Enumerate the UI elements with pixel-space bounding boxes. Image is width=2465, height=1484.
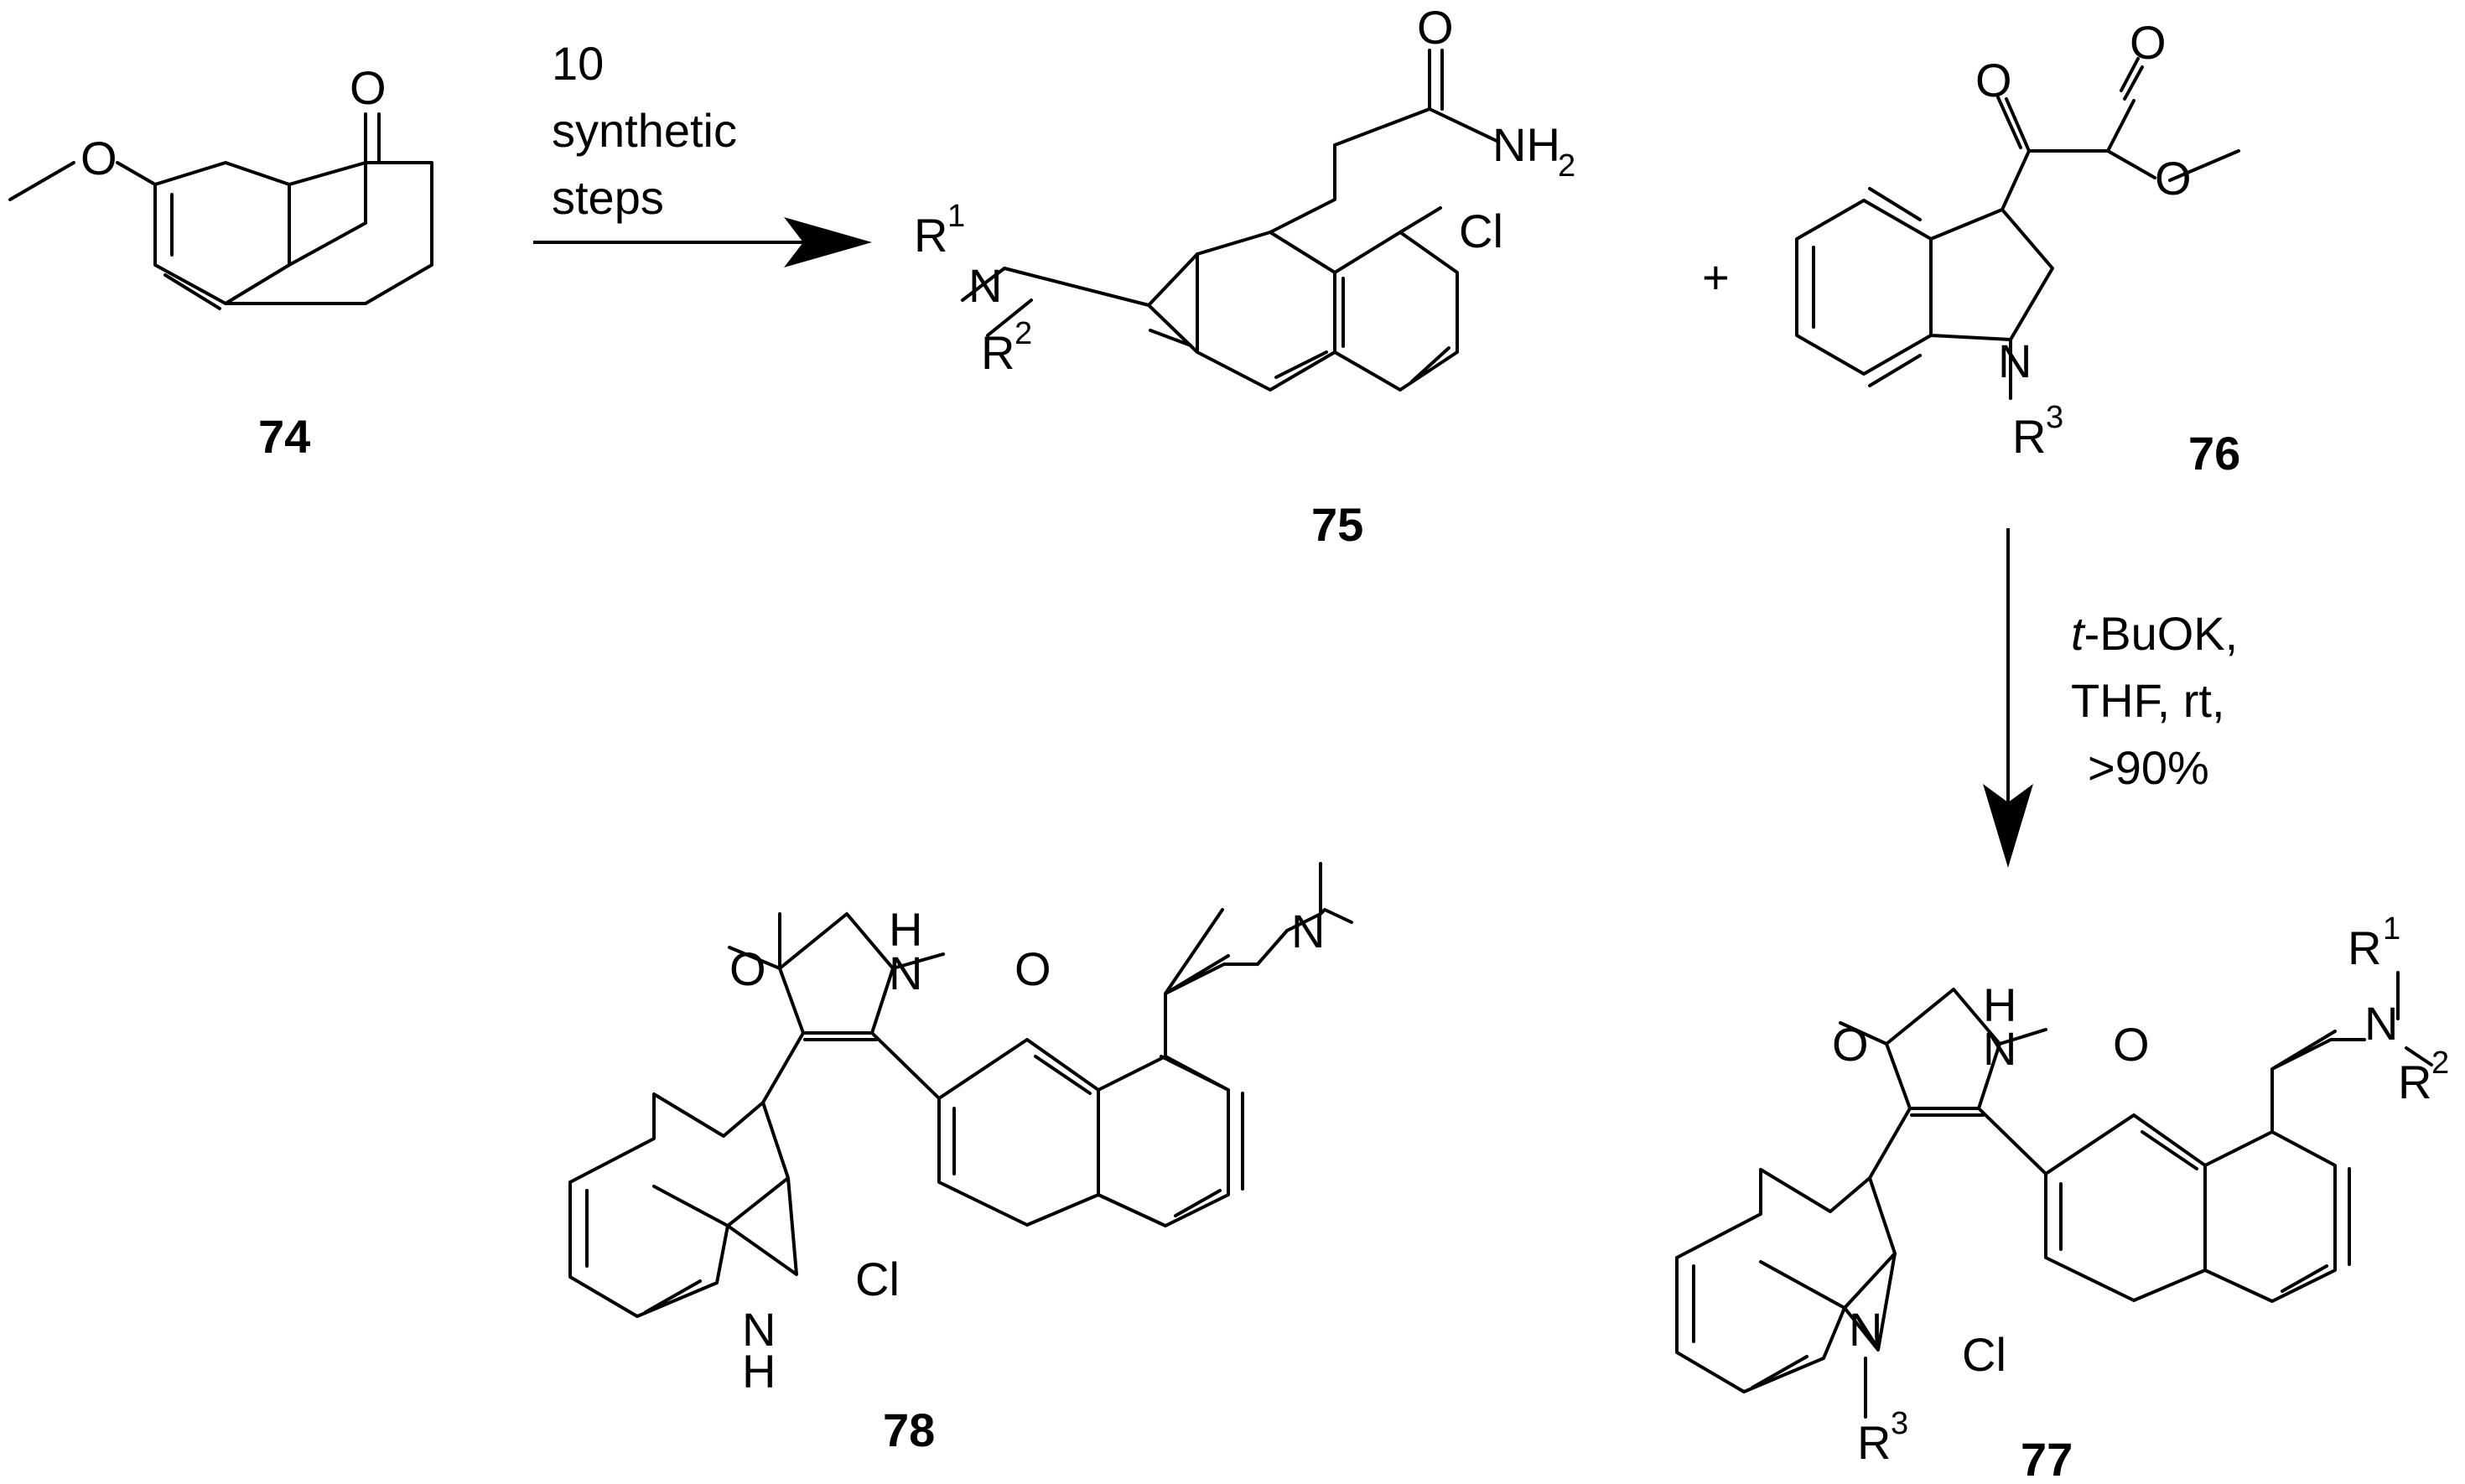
reagent-line1: t-BuOK, [2071,607,2238,660]
c78-imide-h: H [889,903,922,956]
c75-bonds [961,49,1498,392]
c76-bonds [1795,57,2240,400]
c76-r3: R [2012,410,2046,463]
c76-ester-oxygen: O [2155,152,2192,205]
c77-right-oxygen: O [2113,1018,2150,1071]
c77-left-oxygen: O [1832,1018,1869,1071]
c75-amide-nh: NH [1492,118,1560,171]
c78-imide-nitrogen: N [889,947,922,999]
c75-amide-nh-sub: 2 [1558,148,1575,184]
arrow-top-line2: synthetic [552,104,737,157]
c75-r2-sup: 2 [1015,316,1032,351]
c77-chlorine: Cl [1962,1328,2006,1381]
c78-indole-h: H [742,1345,776,1398]
reagent-line3: >90% [2088,741,2209,794]
c78-chlorine: Cl [855,1253,900,1305]
arrow-top-line1: 10 [552,37,604,90]
c78-label: 78 [883,1404,935,1456]
compound-77: H N O O R 1 N R 2 Cl N R 3 77 [1675,911,2449,1484]
arrow-synthetic-steps: 10 synthetic steps [533,37,872,267]
c75-chlorine: Cl [1459,205,1503,257]
c78-left-oxygen: O [729,942,766,995]
c76-ester-carbonyl-oxygen: O [2130,16,2167,69]
c77-indole-nitrogen: N [1849,1303,1882,1356]
c77-r3: R [1857,1416,1891,1469]
compound-76: O O O N R 3 76 [1795,16,2240,480]
compound-78: H N O O N Cl N H 78 [568,862,1353,1456]
c75-amide-oxygen: O [1417,1,1454,54]
c77-r3-sup: 3 [1891,1406,1908,1441]
c75-amine-nitrogen: N [968,259,1002,312]
c76-label: 76 [2188,427,2240,480]
c77-r1: R [2348,921,2381,974]
c75-r1: R [914,209,947,262]
c74-methoxy-oxygen: O [80,132,117,184]
c75-r1-sup: 1 [947,199,965,234]
c78-amine-nitrogen: N [1291,905,1325,957]
c76-indole-nitrogen: N [1998,335,2032,387]
reagent-line2: THF, rt, [2071,674,2225,727]
c74-ketone-oxygen: O [350,61,387,114]
arrow-cyclization: t-BuOK, THF, rt, >90% [1983,528,2238,868]
arrow-head-down [1983,784,2033,868]
plus-sign: + [1702,251,1730,304]
c77-r2: R [2398,1056,2431,1108]
c77-r2-sup: 2 [2431,1046,2449,1081]
c75-r2: R [981,326,1015,379]
arrow-head-top [784,217,872,267]
c75-label: 75 [1311,498,1363,551]
c74-bonds [8,112,433,310]
c76-r3-sup: 3 [2046,400,2063,435]
c77-label: 77 [2021,1433,2073,1484]
c78-indole-nitrogen: N [742,1303,776,1356]
c77-r1-sup: 1 [2383,911,2400,947]
compound-75: R 1 N R 2 O NH 2 Cl 75 [914,1,1575,551]
c77-bonds [1675,971,2433,1419]
compound-74: O O 74 [8,61,433,463]
c77-imide-nitrogen: N [1983,1022,2016,1075]
arrow-top-line3: steps [552,171,664,224]
c78-bonds [568,862,1353,1318]
c74-label: 74 [258,410,310,463]
c78-right-oxygen: O [1015,942,1051,995]
c77-imide-h: H [1983,978,2016,1031]
c76-keto-oxygen: O [1975,54,2012,106]
c77-amine-nitrogen: N [2364,997,2398,1050]
